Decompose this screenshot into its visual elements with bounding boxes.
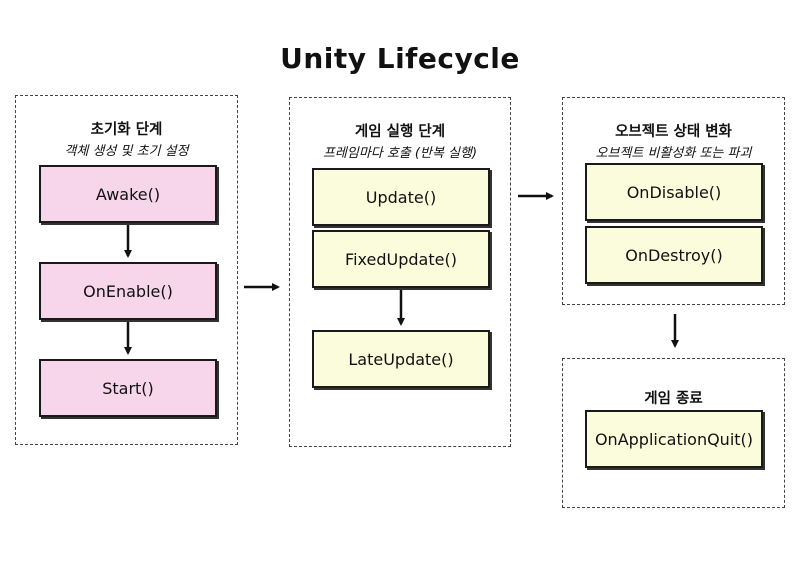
- init-stage-subtitle: 객체 생성 및 초기 설정: [64, 144, 189, 159]
- awake-node: Awake(): [39, 165, 217, 223]
- fixedupdate-node: FixedUpdate(): [312, 230, 490, 288]
- onapplicationquit-node: OnApplicationQuit(): [585, 410, 763, 468]
- game-quit-header: 게임 종료: [644, 391, 703, 407]
- onenable-node: OnEnable(): [39, 262, 217, 320]
- object-state-subtitle: 오브젝트 비활성화 또는 파괴: [595, 146, 752, 161]
- ondestroy-node: OnDestroy(): [585, 226, 763, 284]
- init-stage-header: 초기화 단계: [90, 122, 163, 138]
- start-node: Start(): [39, 359, 217, 417]
- game-loop-subtitle: 프레임마다 호출 (반복 실행): [322, 146, 478, 161]
- game-loop-header: 게임 실행 단계: [354, 124, 446, 140]
- ondisable-node: OnDisable(): [585, 163, 763, 221]
- update-node: Update(): [312, 168, 490, 226]
- object-state-header: 오브젝트 상태 변화: [615, 124, 732, 140]
- diagram-title: Unity Lifecycle: [280, 42, 520, 75]
- lateupdate-node: LateUpdate(): [312, 330, 490, 388]
